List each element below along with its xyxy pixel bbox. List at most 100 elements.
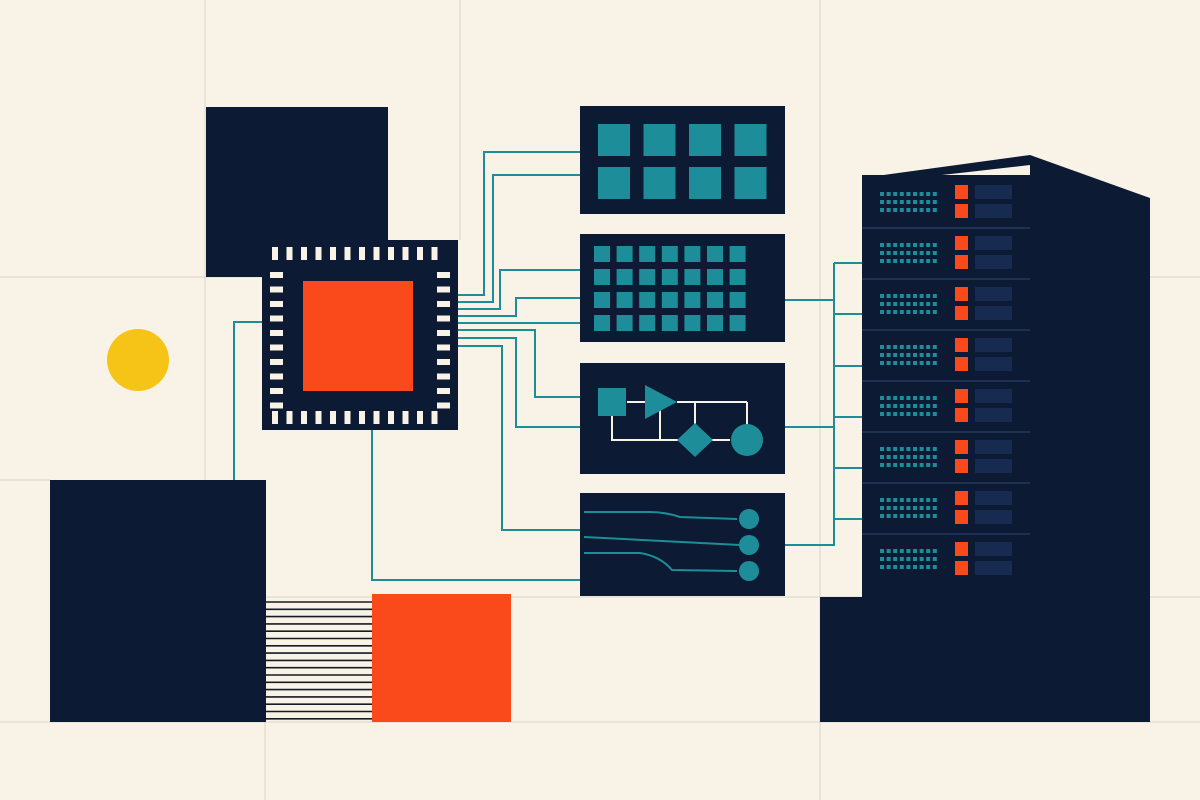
server-vent bbox=[880, 259, 884, 263]
cpu-pin-top bbox=[315, 247, 322, 260]
server-vent bbox=[906, 200, 911, 204]
server-vent bbox=[880, 361, 884, 365]
server-status-light bbox=[955, 306, 968, 320]
server-vent bbox=[919, 565, 924, 569]
server-vent bbox=[899, 506, 904, 510]
server-vent bbox=[906, 192, 911, 196]
server-vent bbox=[886, 294, 891, 298]
server-vent bbox=[893, 412, 898, 416]
server-vent bbox=[886, 361, 891, 365]
server-vent bbox=[913, 565, 917, 569]
server-vent bbox=[926, 361, 931, 365]
cpu-pin-bottom bbox=[359, 411, 365, 424]
server-vent bbox=[880, 353, 884, 357]
server-vent bbox=[899, 396, 904, 400]
server-vent bbox=[906, 396, 911, 400]
server-vent bbox=[926, 498, 931, 502]
memory-grid-cell bbox=[616, 269, 633, 285]
logic-wires bbox=[611, 401, 748, 441]
trace-cpu-left bbox=[233, 321, 262, 480]
cpu-pin-top bbox=[431, 247, 438, 260]
server-vent bbox=[932, 361, 937, 365]
server-vent bbox=[919, 463, 924, 467]
memory-grid-cells bbox=[594, 246, 746, 331]
server-vent bbox=[919, 455, 924, 459]
memory-grid-panel bbox=[580, 234, 785, 342]
server-vent bbox=[899, 498, 904, 502]
server-vent bbox=[899, 404, 904, 408]
server-status-light bbox=[955, 338, 968, 352]
server-vent bbox=[913, 557, 917, 561]
server-vent bbox=[893, 259, 898, 263]
server-vent bbox=[899, 302, 904, 306]
cpu-pin-top bbox=[373, 247, 380, 260]
server-vent bbox=[880, 294, 884, 298]
server-vent bbox=[893, 200, 898, 204]
cpu-pin-top bbox=[301, 247, 307, 260]
server-vent bbox=[893, 345, 898, 349]
server-unit bbox=[862, 482, 1030, 524]
server-vent bbox=[886, 412, 891, 416]
server-drive-bay bbox=[975, 185, 1012, 199]
server-vent bbox=[926, 353, 931, 357]
server-status-light bbox=[955, 287, 968, 301]
logic-flow-icon bbox=[580, 363, 785, 474]
logic-triangle-node bbox=[645, 385, 677, 419]
memory-grid-cell bbox=[639, 315, 656, 331]
server-vent bbox=[880, 404, 884, 408]
memory-grid-cell bbox=[729, 246, 746, 262]
signal-output-2 bbox=[739, 535, 759, 555]
server-vent bbox=[880, 514, 884, 518]
server-vent bbox=[913, 302, 917, 306]
server-vent bbox=[880, 463, 884, 467]
cpu-pin-left bbox=[270, 359, 283, 365]
server-vent bbox=[932, 192, 937, 196]
trace-to-memory-3 bbox=[458, 269, 580, 310]
server-vent bbox=[886, 302, 891, 306]
server-vent bbox=[913, 259, 917, 263]
server-vent bbox=[899, 557, 904, 561]
server-vent bbox=[919, 498, 924, 502]
server-vent bbox=[919, 243, 924, 247]
cpu-die bbox=[303, 281, 413, 391]
server-vent bbox=[886, 345, 891, 349]
cpu-pin-left bbox=[270, 301, 283, 307]
cpu-pin-right bbox=[437, 286, 450, 293]
cpu-pin-right bbox=[437, 330, 450, 336]
server-vent bbox=[926, 557, 931, 561]
server-vent bbox=[913, 455, 917, 459]
server-vent bbox=[932, 345, 937, 349]
cpu-pin-left bbox=[270, 286, 283, 293]
cpu-pin-right bbox=[437, 315, 450, 322]
server-vent bbox=[906, 251, 911, 255]
server-drive-bay bbox=[975, 204, 1012, 218]
memory-block-cell bbox=[734, 167, 767, 199]
cpu-pin-left bbox=[270, 344, 283, 351]
server-vent bbox=[913, 463, 917, 467]
server-vent bbox=[913, 549, 917, 553]
memory-grid-cell bbox=[661, 269, 678, 285]
server-vent bbox=[932, 549, 937, 553]
server-drive-bay bbox=[975, 236, 1012, 250]
server-vent bbox=[886, 404, 891, 408]
server-vent bbox=[886, 243, 891, 247]
server-units bbox=[862, 185, 1030, 575]
memory-grid-cell bbox=[594, 269, 610, 285]
cpu-pin-left bbox=[270, 315, 283, 322]
striped-block bbox=[266, 601, 372, 720]
server-vent bbox=[913, 514, 917, 518]
memory-grid-cell bbox=[616, 292, 633, 308]
server-vent bbox=[886, 498, 891, 502]
server-unit bbox=[862, 278, 1030, 320]
server-status-light bbox=[955, 185, 968, 199]
server-vent bbox=[906, 345, 911, 349]
server-vent bbox=[893, 208, 898, 212]
server-vent bbox=[880, 506, 884, 510]
memory-grid-cell bbox=[616, 315, 633, 331]
server-vent bbox=[906, 455, 911, 459]
orange-block bbox=[372, 594, 511, 722]
server-vent bbox=[913, 361, 917, 365]
server-vent bbox=[886, 455, 891, 459]
server-vent bbox=[919, 514, 924, 518]
memory-block-cell bbox=[643, 124, 676, 156]
